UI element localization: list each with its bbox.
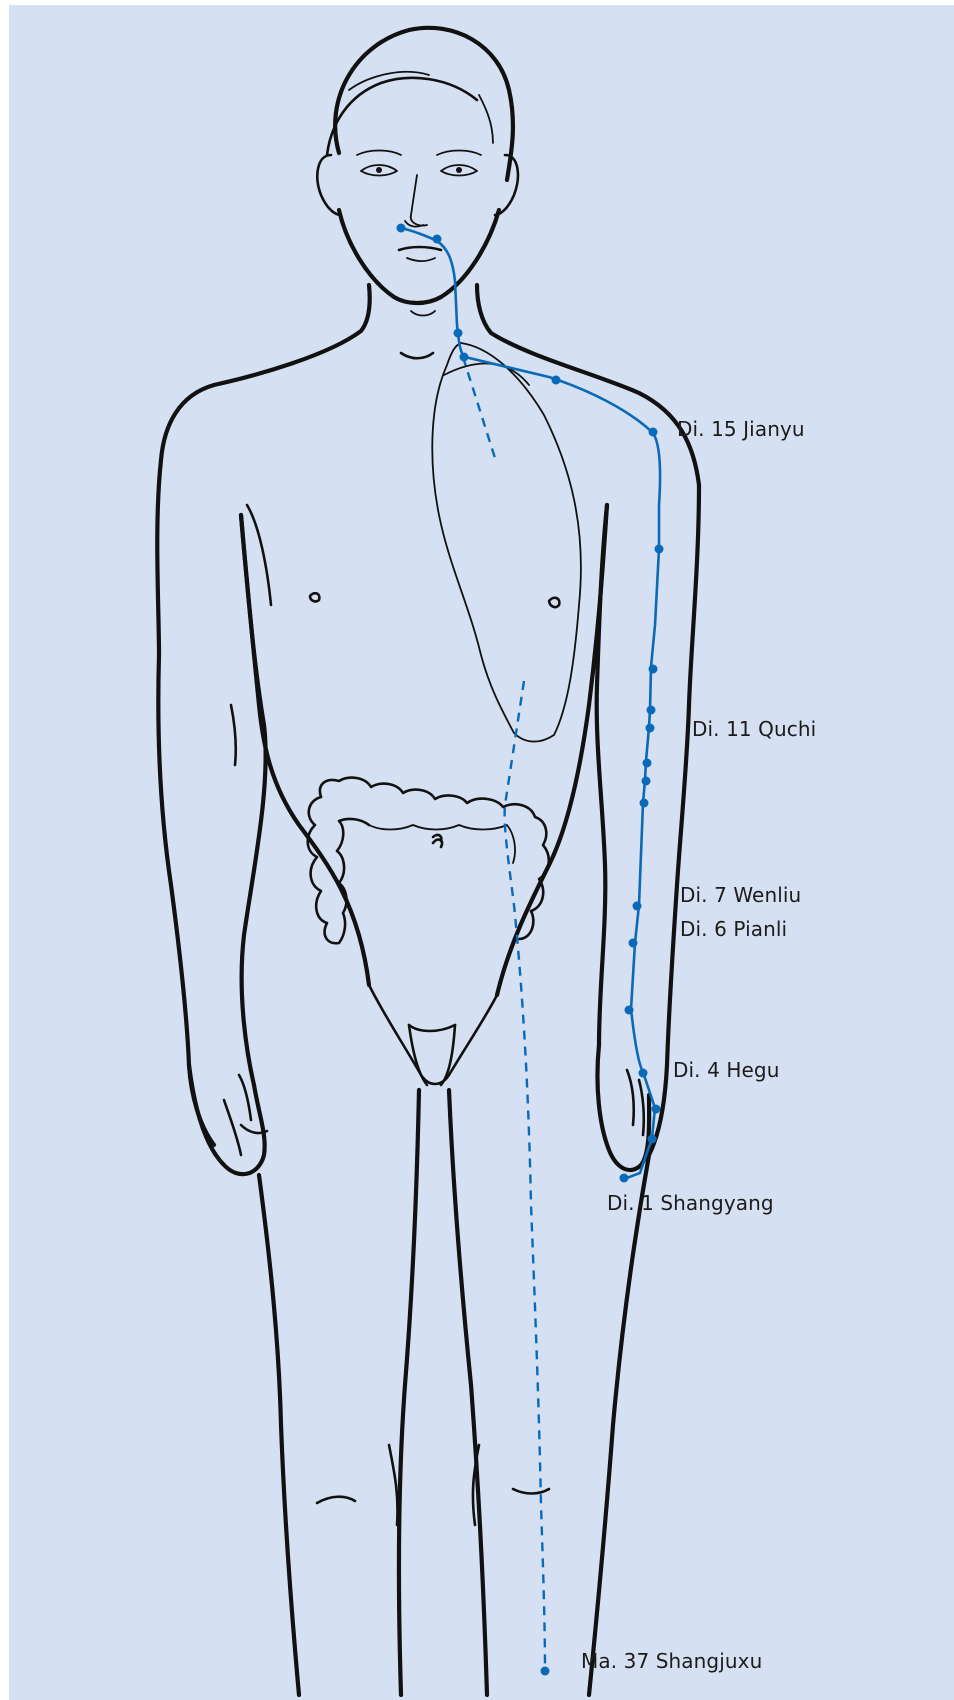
label-ma37: Ma. 37 Shangjuxu [581, 1651, 762, 1671]
label-di7: Di. 7 Wenliu [680, 885, 801, 905]
acupoint [647, 706, 656, 715]
internal-branch-upper [463, 357, 495, 458]
acupoints [397, 224, 664, 1676]
acupoint [642, 777, 651, 786]
torso-outline [157, 285, 699, 1174]
acupoint [454, 329, 463, 338]
acupoint-di1 [620, 1174, 629, 1183]
meridian-line [401, 228, 660, 1179]
acupoint [643, 759, 652, 768]
acupoint-di11 [646, 724, 655, 733]
acupoint-di4 [639, 1069, 648, 1078]
head-outline [317, 28, 518, 316]
acupoint-ma37 [541, 1667, 550, 1676]
acupoint [397, 224, 406, 233]
acupoint [625, 1006, 634, 1015]
label-di11: Di. 11 Quchi [692, 719, 816, 739]
acupoint [640, 799, 649, 808]
label-di6: Di. 6 Pianli [680, 919, 787, 939]
organ-outline [432, 343, 581, 742]
label-di15: Di. 15 Jianyu [677, 419, 805, 439]
diagram-canvas: Di. 15 Jianyu Di. 11 Quchi Di. 7 Wenliu … [9, 5, 954, 1700]
acupoint [433, 235, 442, 244]
acupoint [552, 376, 561, 385]
body-figure [9, 5, 954, 1700]
label-di1: Di. 1 Shangyang [607, 1193, 774, 1213]
acupoint-di7 [633, 902, 642, 911]
large-intestine [308, 778, 549, 944]
legs-outline [259, 985, 649, 1695]
acupoint-di6 [629, 939, 638, 948]
acupoint [652, 1105, 661, 1114]
acupoint-di15 [649, 428, 658, 437]
acupoint [460, 353, 469, 362]
acupoint [655, 545, 664, 554]
acupoint [649, 665, 658, 674]
acupoint [648, 1135, 657, 1144]
label-di4: Di. 4 Hegu [673, 1060, 779, 1080]
